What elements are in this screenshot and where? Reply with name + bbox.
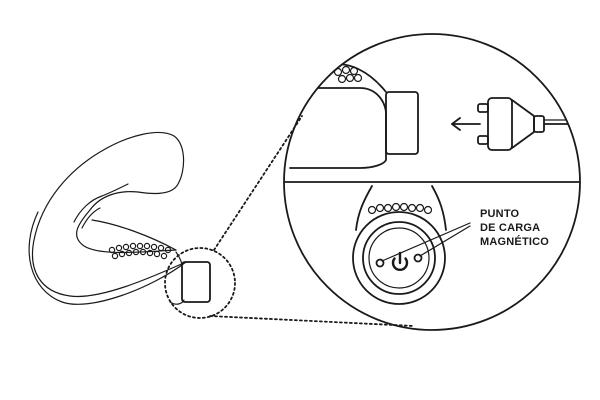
magnified-beads-lower — [367, 202, 433, 215]
device-body — [28, 131, 211, 305]
callout-line-3: MAGNÉTICO — [480, 235, 549, 248]
callout-line-1: PUNTO — [480, 208, 520, 220]
charger-plug — [477, 97, 580, 151]
arrow-left-icon — [451, 117, 481, 131]
charging-face-inner — [362, 221, 436, 295]
callout-line-right — [419, 225, 471, 257]
power-icon — [391, 251, 409, 271]
callout-label: PUNTO DE CARGA MAGNÉTICO — [480, 208, 549, 248]
magnified-end-cap — [385, 91, 419, 155]
magnified-beads — [333, 65, 363, 84]
callout-line-2: DE CARGA — [480, 222, 540, 234]
charging-contact-left — [375, 258, 385, 268]
magnified-view — [284, 63, 580, 305]
charging-contact-right — [413, 253, 423, 263]
connector-line-bottom — [209, 315, 415, 327]
charging-face-outer — [352, 211, 446, 305]
bead-texture — [108, 242, 172, 260]
magnified-circle — [283, 33, 581, 331]
callout-line-left — [381, 222, 471, 262]
connector-line-top — [213, 115, 303, 251]
device-end-cap — [181, 261, 211, 303]
detail-circle — [164, 247, 236, 319]
